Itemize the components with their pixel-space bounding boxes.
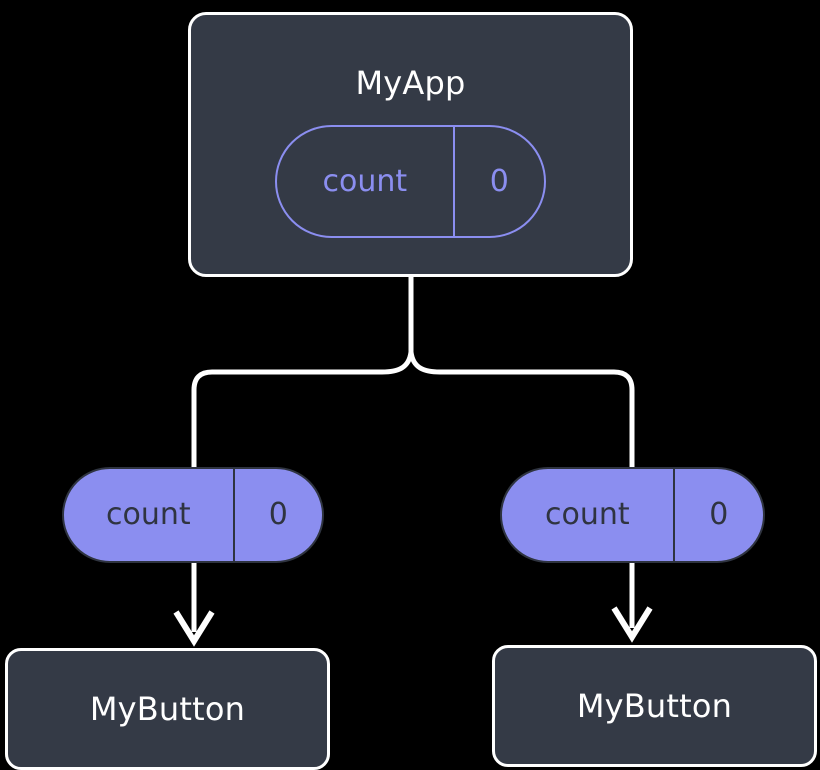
- component-node-mybutton-right[interactable]: MyButton: [492, 645, 817, 767]
- edge-split-left: [191, 351, 414, 467]
- component-label-mybutton-right: MyButton: [576, 687, 733, 725]
- edge-split-right: [408, 351, 635, 467]
- prop-pill-left-value: 0: [232, 469, 322, 561]
- component-node-mybutton-left[interactable]: MyButton: [5, 648, 330, 770]
- state-pill-root-value: 0: [452, 127, 544, 236]
- prop-pill-left-key: count: [106, 497, 191, 532]
- prop-pill-right[interactable]: count 0: [500, 467, 765, 563]
- prop-pill-left[interactable]: count 0: [62, 467, 324, 563]
- component-label-myapp: MyApp: [355, 64, 466, 102]
- prop-pill-right-key: count: [545, 497, 630, 532]
- component-label-mybutton-left: MyButton: [89, 690, 246, 728]
- arrowhead-right-icon: [611, 606, 653, 643]
- arrowhead-left-icon: [173, 610, 215, 647]
- prop-pill-right-value: 0: [672, 469, 763, 561]
- state-pill-root-key: count: [322, 163, 408, 199]
- state-pill-root[interactable]: count 0: [275, 125, 546, 238]
